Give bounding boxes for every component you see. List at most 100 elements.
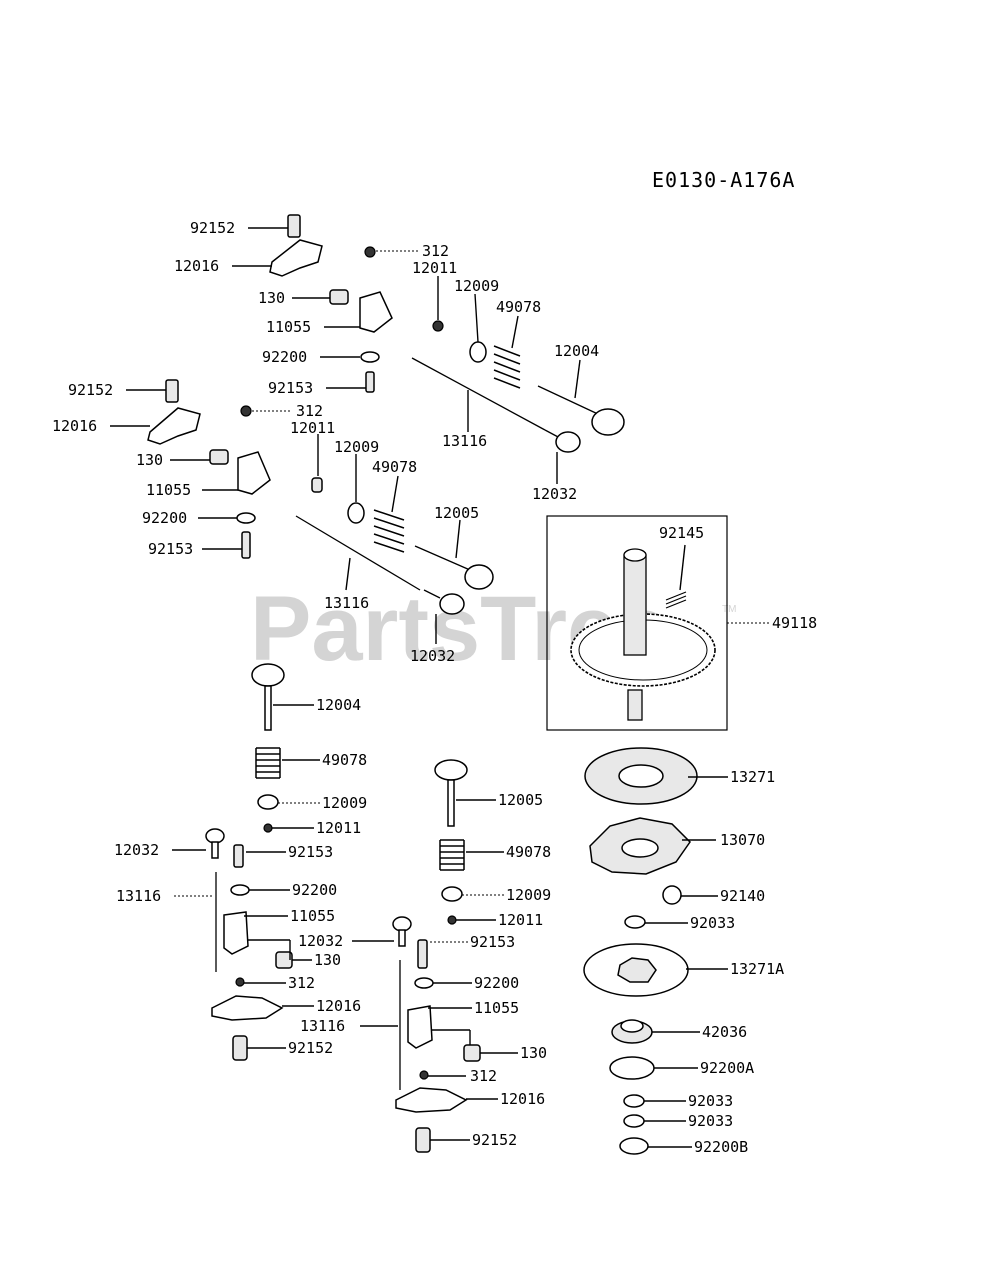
mid-seal-12009-part[interactable] xyxy=(441,886,463,902)
lower-cap-12011-part[interactable] xyxy=(263,823,273,833)
ring-92033-b-part[interactable] xyxy=(623,1094,645,1108)
upper1-bolt-130-part[interactable] xyxy=(329,289,349,305)
callout-label: 49078 xyxy=(496,298,541,316)
callout-label: 12011 xyxy=(498,911,543,929)
mid-spring-49078-part[interactable] xyxy=(439,839,465,871)
callout-label: 12016 xyxy=(52,417,97,435)
callout-label: 92200B xyxy=(694,1138,748,1156)
ring-92033-c-part[interactable] xyxy=(623,1114,645,1128)
mid-bracket-11055-part[interactable] xyxy=(407,1005,433,1049)
mid-cap-12032-part[interactable] xyxy=(392,916,412,947)
mid-washer-92200-part[interactable] xyxy=(414,977,434,989)
callout-label: 49078 xyxy=(506,843,551,861)
upper2-spring-49078-part[interactable] xyxy=(373,509,405,553)
callout-label: 12016 xyxy=(316,997,361,1015)
plate-13271-part[interactable] xyxy=(584,747,698,805)
lower-seal-12009-part[interactable] xyxy=(257,794,279,810)
callout-label: 11055 xyxy=(146,481,191,499)
callout-label: 13116 xyxy=(324,594,369,612)
upper2-bracket-11055-part[interactable] xyxy=(237,451,271,495)
upper2-valve-12005-part[interactable] xyxy=(414,545,494,590)
upper1-cap-12011-part[interactable] xyxy=(432,320,444,332)
callout-label: 12011 xyxy=(290,419,335,437)
callout-label: 13271A xyxy=(730,960,784,978)
upper2-cap-12032-part[interactable] xyxy=(423,589,465,615)
callout-label: 12032 xyxy=(298,932,343,950)
callout-label: 11055 xyxy=(474,999,519,1017)
callout-label: 92152 xyxy=(68,381,113,399)
mid-cap-12011-part[interactable] xyxy=(447,915,457,925)
lower-spring-49078-part[interactable] xyxy=(255,747,281,779)
callout-label: 92033 xyxy=(690,914,735,932)
callout-label: 312 xyxy=(422,242,449,260)
callout-label: 11055 xyxy=(266,318,311,336)
washer-92200A-part[interactable] xyxy=(609,1056,655,1080)
callout-label: 130 xyxy=(520,1044,547,1062)
upper1-cap-12032-part[interactable] xyxy=(544,429,581,453)
mid-stud-92153-part[interactable] xyxy=(417,939,428,969)
mid-sleeve-92152-part[interactable] xyxy=(415,1127,431,1153)
upper2-stud-92153-part[interactable] xyxy=(241,531,251,559)
mid-nut-312-part[interactable] xyxy=(419,1070,429,1080)
upper1-sleeve-part[interactable] xyxy=(287,214,301,238)
upper2-pushrod-13116-part[interactable] xyxy=(295,515,421,591)
lower-nut-312-part[interactable] xyxy=(235,977,245,987)
mid-rocker-12016-part[interactable] xyxy=(395,1087,468,1113)
plate-13271A-part[interactable] xyxy=(583,943,689,997)
callout-label: 130 xyxy=(136,451,163,469)
callout-label: 12016 xyxy=(174,257,219,275)
callout-label: 92200 xyxy=(262,348,307,366)
upper1-spring-49078-part[interactable] xyxy=(493,345,521,389)
upper1-valve-12004-part[interactable] xyxy=(537,385,625,436)
upper2-seal-12009-part[interactable] xyxy=(347,502,365,524)
collar-42036-part[interactable] xyxy=(611,1019,653,1044)
lower-bracket-11055-part[interactable] xyxy=(223,911,249,955)
upper1-washer-92200-part[interactable] xyxy=(360,351,380,363)
upper1-rocker-arm-part[interactable] xyxy=(269,239,323,277)
lower-valve-12004-part[interactable] xyxy=(251,663,285,731)
washer-92200B-part[interactable] xyxy=(619,1137,649,1155)
callout-label: 130 xyxy=(258,289,285,307)
lower-stud-92153-part[interactable] xyxy=(233,844,244,868)
lower-cap-12032-part[interactable] xyxy=(205,828,225,859)
callout-label: 312 xyxy=(470,1067,497,1085)
camshaft-49118-part[interactable] xyxy=(570,548,716,721)
upper2-sleeve-part[interactable] xyxy=(165,379,179,403)
callout-label: 130 xyxy=(314,951,341,969)
upper1-nut-312-part[interactable] xyxy=(364,246,376,258)
upper2-washer-92200-part[interactable] xyxy=(236,512,256,524)
upper2-nut-312-part[interactable] xyxy=(240,405,252,417)
callout-label: 92200 xyxy=(474,974,519,992)
lower-rocker-12016-part[interactable] xyxy=(211,995,284,1021)
weight-13070-part[interactable] xyxy=(589,817,691,875)
upper1-seal-12009-part[interactable] xyxy=(469,341,487,363)
callout-label: 92153 xyxy=(470,933,515,951)
callout-label: 49078 xyxy=(322,751,367,769)
callout-label: 12004 xyxy=(554,342,599,360)
mid-valve-12005-part[interactable] xyxy=(434,759,468,827)
upper1-stud-92153-part[interactable] xyxy=(365,371,375,393)
callout-label: 92033 xyxy=(688,1112,733,1130)
ball-92140-part[interactable] xyxy=(662,885,682,905)
lower-sleeve-92152-part[interactable] xyxy=(232,1035,248,1061)
callout-label: 92153 xyxy=(268,379,313,397)
callout-label: 13271 xyxy=(730,768,775,786)
ring-92033-a-part[interactable] xyxy=(624,915,646,929)
callout-label: 312 xyxy=(288,974,315,992)
callout-label: 49118 xyxy=(772,614,817,632)
callout-label: 12005 xyxy=(498,791,543,809)
callout-label: 49078 xyxy=(372,458,417,476)
upper1-pushrod-13116-part[interactable] xyxy=(411,357,546,431)
callout-label: 12032 xyxy=(410,647,455,665)
upper2-cap-12011-part[interactable] xyxy=(311,477,323,493)
upper1-bracket-11055-part[interactable] xyxy=(359,291,393,333)
callout-label: 11055 xyxy=(290,907,335,925)
mid-bolt-130-part[interactable] xyxy=(463,1044,481,1062)
upper2-rocker-arm-part[interactable] xyxy=(147,407,201,445)
upper2-bolt-130-part[interactable] xyxy=(209,449,229,465)
lower-middle-stack xyxy=(392,759,481,1153)
callout-label: 92152 xyxy=(288,1039,333,1057)
lower-washer-92200-part[interactable] xyxy=(230,884,250,896)
callout-label: 92200 xyxy=(142,509,187,527)
